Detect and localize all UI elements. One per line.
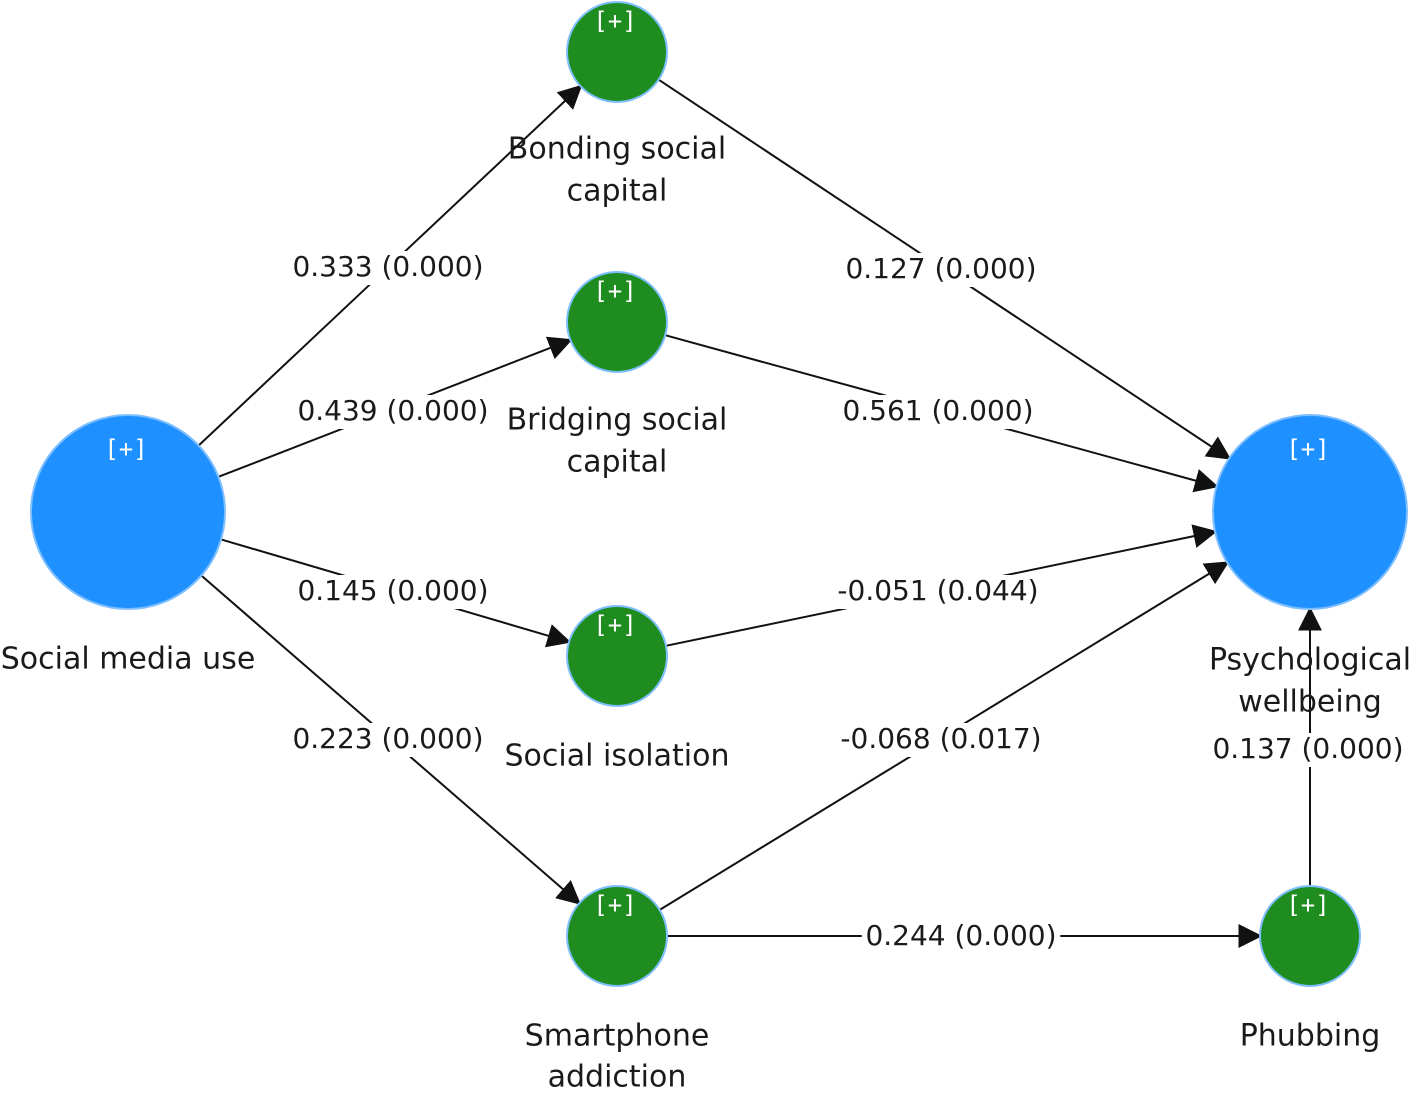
expand-toggle[interactable]: [+] bbox=[593, 891, 636, 919]
node-addiction[interactable] bbox=[566, 885, 668, 987]
coefficient-label-background bbox=[831, 575, 1045, 609]
nodes-layer: [+] [+] [+] [+] [+] [+] [+] bbox=[30, 1, 1408, 987]
coefficient-label-background bbox=[1208, 733, 1408, 767]
expand-toggle[interactable]: [+] bbox=[104, 435, 147, 463]
coefficient-label-background bbox=[288, 251, 488, 285]
node-isolation[interactable] bbox=[566, 605, 668, 707]
node-label: wellbeing bbox=[1238, 685, 1382, 720]
coefficient-label: 0.137 (0.000) bbox=[1212, 732, 1403, 765]
labels-layer: 0.333 (0.000) 0.439 (0.000) 0.145 (0.000) 0… bbox=[1, 132, 1411, 1095]
coefficient-label-background bbox=[288, 723, 488, 757]
coefficient-label-background bbox=[293, 575, 493, 609]
node-wellbeing[interactable] bbox=[1212, 414, 1408, 610]
node-label: Bonding social bbox=[508, 132, 726, 167]
expand-toggle[interactable]: [+] bbox=[593, 7, 636, 35]
coefficient-label: 0.439 (0.000) bbox=[297, 394, 488, 427]
node-label: capital bbox=[567, 445, 668, 480]
coefficient-label: -0.051 (0.044) bbox=[837, 574, 1038, 607]
node-label: addiction bbox=[548, 1060, 687, 1095]
coefficient-label: 0.223 (0.000) bbox=[292, 722, 483, 755]
coefficient-label: 0.561 (0.000) bbox=[842, 394, 1033, 427]
node-bonding[interactable] bbox=[566, 1, 668, 103]
node-label: Psychological bbox=[1209, 643, 1411, 678]
coefficient-label-background bbox=[838, 395, 1038, 429]
node-label: capital bbox=[567, 174, 668, 209]
coefficient-label-background bbox=[861, 920, 1061, 954]
edges-layer bbox=[197, 78, 1322, 948]
node-bridging[interactable] bbox=[566, 271, 668, 373]
expand-toggle[interactable]: [+] bbox=[1286, 435, 1329, 463]
coefficient-label: 0.244 (0.000) bbox=[865, 919, 1056, 952]
node-label: Smartphone bbox=[525, 1019, 710, 1054]
coefficient-label: 0.333 (0.000) bbox=[292, 250, 483, 283]
coefficient-label: 0.145 (0.000) bbox=[297, 574, 488, 607]
coefficient-label: 0.127 (0.000) bbox=[845, 252, 1036, 285]
coefficient-label-background bbox=[834, 723, 1048, 757]
node-label: Phubbing bbox=[1240, 1019, 1381, 1054]
node-social-media-use[interactable] bbox=[30, 414, 226, 610]
expand-toggle[interactable]: [+] bbox=[593, 277, 636, 305]
node-label: Social isolation bbox=[505, 739, 730, 774]
node-label: Bridging social bbox=[507, 403, 728, 438]
node-phubbing[interactable] bbox=[1259, 885, 1361, 987]
coefficient-label-background bbox=[841, 253, 1041, 287]
expand-toggle[interactable]: [+] bbox=[593, 611, 636, 639]
coefficient-label-background bbox=[293, 395, 493, 429]
expand-toggle[interactable]: [+] bbox=[1286, 891, 1329, 919]
coefficient-label: -0.068 (0.017) bbox=[840, 722, 1041, 755]
node-label: Social media use bbox=[1, 642, 256, 677]
